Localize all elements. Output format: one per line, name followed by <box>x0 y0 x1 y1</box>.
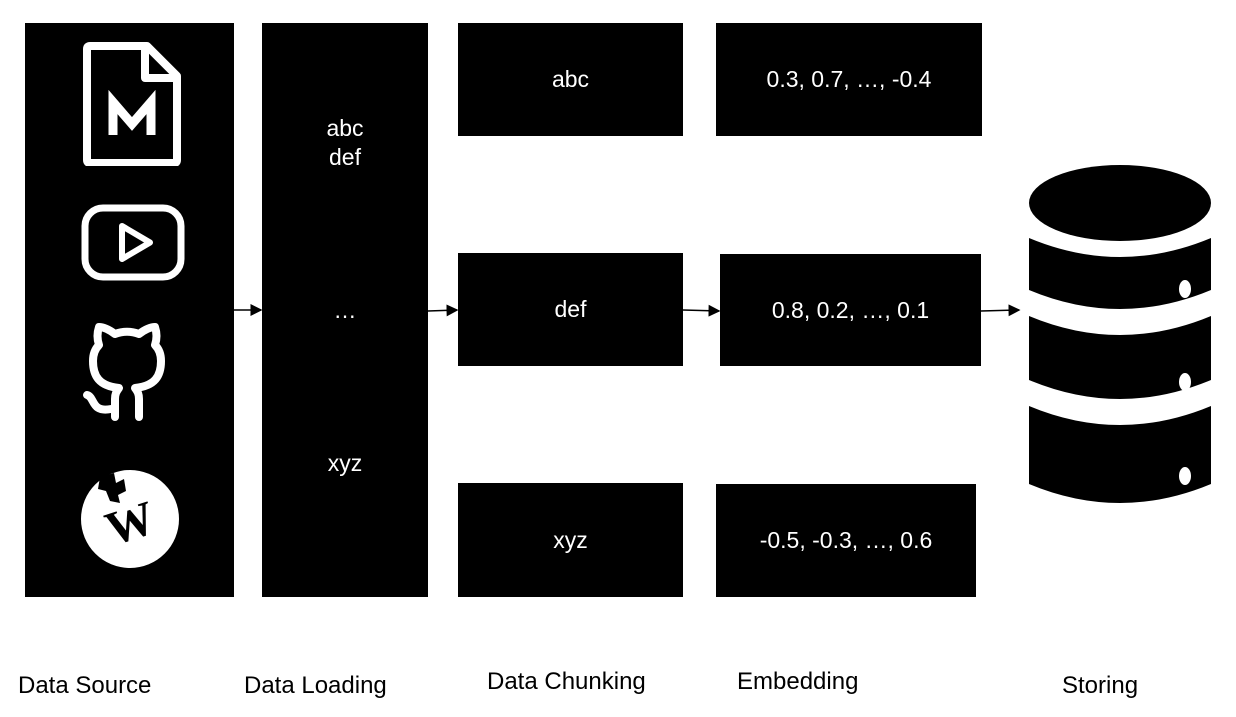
embedding-box: 0.8, 0.2, …, 0.1 <box>720 254 981 366</box>
github-icon <box>83 323 165 421</box>
arrow-embedding-to-storing <box>980 304 1021 317</box>
embedding-box: -0.5, -0.3, …, 0.6 <box>716 484 976 597</box>
embedding-box: 0.3, 0.7, …, -0.4 <box>716 23 982 136</box>
stage-label-data-loading: Data Loading <box>244 672 387 699</box>
loaded-text-line-3: xyz <box>327 450 363 476</box>
chunk-box: abc <box>458 23 683 136</box>
stage-label-storing: Storing <box>1062 672 1139 699</box>
chunk-box: def <box>458 253 683 366</box>
arrow-loading-to-chunking <box>427 304 459 317</box>
loaded-text-line-2: def <box>329 144 361 170</box>
youtube-play-icon <box>81 204 185 281</box>
arrow-chunking-to-embedding <box>682 304 721 317</box>
chunk-box: xyz <box>458 483 683 597</box>
loaded-text-line-1: abc <box>326 115 364 141</box>
stage-label-embedding: Embedding <box>737 668 859 695</box>
stage-label-data-chunking: Data Chunking <box>487 668 646 695</box>
markdown-file-icon <box>83 42 181 166</box>
stage-label-data-source: Data Source <box>18 672 152 699</box>
loaded-text-ellipsis: … <box>333 297 357 323</box>
data-source-block: W <box>25 23 234 597</box>
wikipedia-icon: W <box>81 470 179 568</box>
data-loading-block: abc def … xyz <box>262 23 428 597</box>
database-icon <box>1029 165 1211 503</box>
